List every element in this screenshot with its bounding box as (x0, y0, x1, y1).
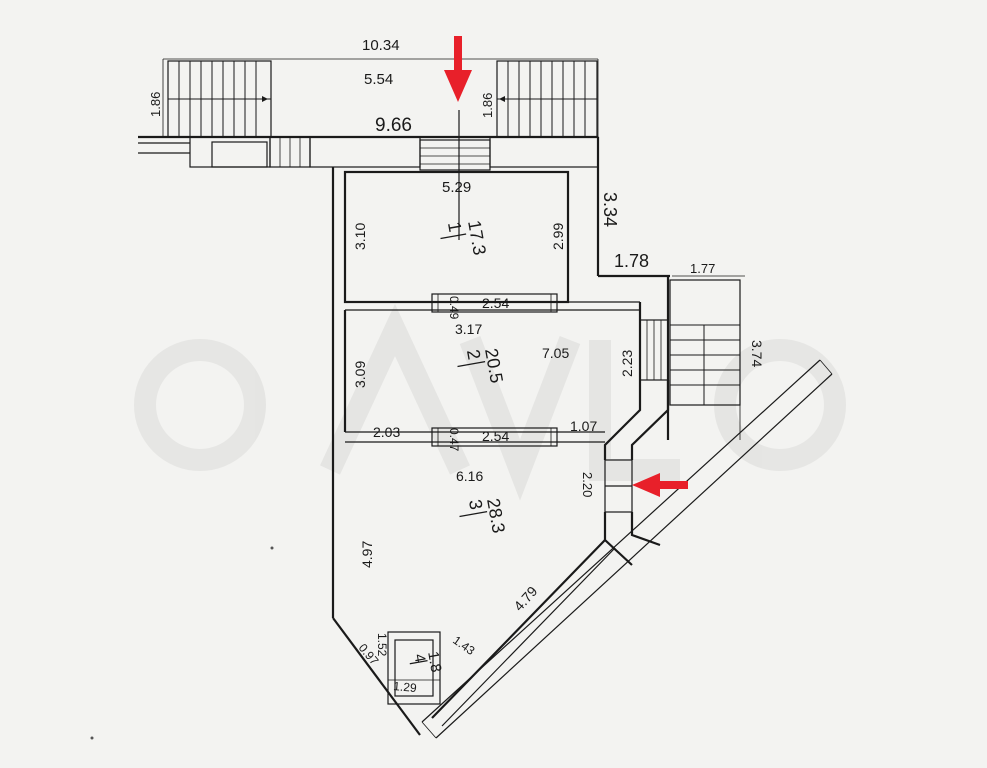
wall-room2-room3 (345, 427, 605, 447)
dim-top-inner: 5.54 (364, 71, 393, 88)
room-3-number: 3 (465, 498, 486, 511)
entrance-corridor (603, 380, 670, 566)
room-1-area: 17.3 (464, 219, 490, 257)
dim-room2-diag: 7.05 (542, 345, 569, 361)
dim-porch-left: 1.86 (148, 92, 163, 117)
dim-334: 3.34 (600, 192, 620, 227)
dim-room2-width: 3.17 (455, 321, 482, 337)
room-2 (343, 276, 670, 440)
dim-room3-left: 4.97 (359, 541, 375, 568)
dim-porch-right: 1.86 (480, 93, 495, 118)
room-4-number: 4 (410, 653, 428, 664)
dim-facade: 9.66 (375, 115, 412, 136)
room-4-area: 1.8 (424, 650, 444, 673)
speck-mark (270, 546, 274, 550)
dim-stair-length: 3.74 (749, 340, 765, 367)
room-1 (343, 110, 570, 304)
dim-room3-width: 6.16 (456, 468, 483, 484)
speck-mark (90, 736, 94, 740)
dim-entrance: 2.20 (580, 472, 595, 497)
dim-left-seg: 2.03 (373, 424, 400, 440)
entrance-arrow-side (632, 473, 688, 497)
dim-178: 1.78 (614, 251, 649, 271)
dim-corridor: 2.23 (619, 350, 635, 377)
dim-wc-top: 1.43 (450, 633, 477, 658)
room-2-number: 2 (463, 348, 484, 361)
room-4 (387, 631, 441, 705)
dim-door-top: 2.54 (482, 295, 509, 311)
dim-room2-left: 3.09 (352, 361, 368, 388)
dim-wc-bottom: 1.29 (393, 679, 418, 695)
dim-door-bottom: 2.54 (482, 428, 509, 444)
diagonal-walls (421, 359, 833, 739)
room-3-area: 28.3 (483, 497, 509, 535)
dim-right-seg: 1.07 (570, 418, 597, 434)
building-shell (189, 136, 670, 736)
dim-wc-b: 1.52 (375, 633, 389, 657)
right-porch-steps (497, 61, 597, 137)
dim-room1-left: 3.10 (352, 223, 368, 250)
dim-wall-bottom: 0.47 (447, 428, 461, 452)
dim-stair-width: 1.77 (690, 261, 715, 276)
dim-wall-top: 0.49 (447, 296, 461, 320)
dim-room1-right: 2.99 (550, 223, 566, 250)
entrance-arrow-top (444, 36, 472, 102)
dim-room1-width: 5.29 (442, 179, 471, 196)
side-stair (669, 275, 745, 440)
left-porch-steps (168, 61, 271, 137)
wall-room1-room2 (345, 293, 640, 313)
room-1-number: 1 (444, 220, 465, 233)
dim-top-total: 10.34 (362, 37, 400, 54)
dim-room3-diag: 4.79 (510, 583, 540, 614)
